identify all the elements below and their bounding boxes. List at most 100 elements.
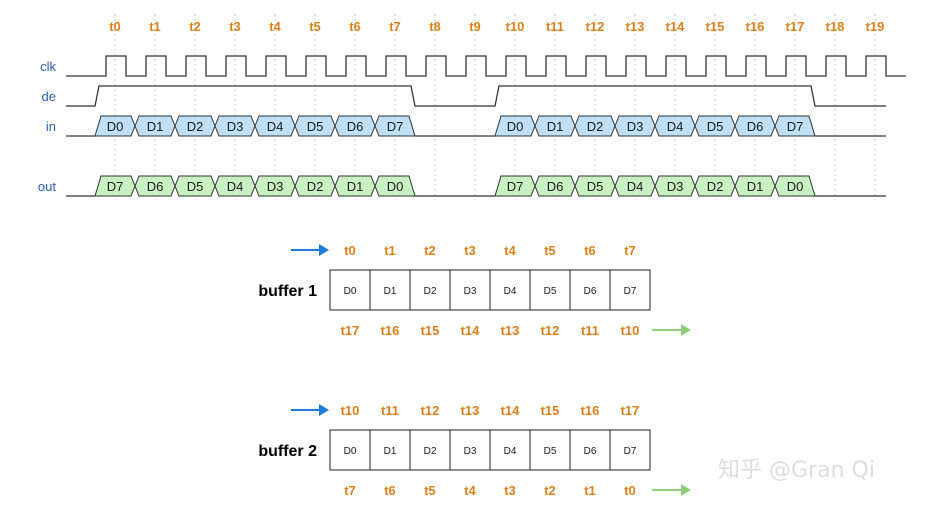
de-waveform [66,85,886,107]
time-label: t12 [586,19,605,34]
write-time-label: t15 [541,403,560,418]
time-label: t6 [349,19,361,34]
write-time-label: t0 [344,243,356,258]
in-segment-label: D6 [747,119,764,134]
time-label: t11 [546,19,564,34]
read-time-label: t6 [384,483,396,498]
time-label: t7 [389,19,401,34]
read-arrow-head [681,484,691,496]
buffer-cell-label: D1 [384,446,397,457]
in-segment-label: D2 [587,119,604,134]
read-arrow-head [681,324,691,336]
out-segment-label: D4 [227,179,244,194]
buffer-cell-label: D3 [464,446,477,457]
read-time-label: t11 [581,323,599,338]
de-trace [66,85,886,107]
buffer-cell [409,269,451,311]
out-segment-label: D4 [627,179,644,194]
in-segment [94,115,136,137]
buffer-cell-label: D4 [504,286,517,297]
out-segment-label: D6 [547,179,564,194]
clk-waveform [66,55,906,77]
buffer-cell [369,269,411,311]
in-segment-label: D5 [707,119,724,134]
write-time-label: t10 [341,403,360,418]
in-segment-label: D3 [627,119,644,134]
out-segment-label: D6 [147,179,164,194]
buffer-cell [569,269,611,311]
time-label: t13 [626,19,645,34]
out-segment [774,175,816,197]
time-label: t9 [469,19,481,34]
read-time-label: t1 [584,483,596,498]
out-segment-label: D7 [507,179,524,194]
buffer-cell-label: D2 [424,446,437,457]
out-segment-label: D7 [107,179,124,194]
out-segment-label: D0 [787,179,804,194]
buffer-cell [489,429,531,471]
in-segment-label: D7 [787,119,804,134]
in-segment-label: D0 [107,119,124,134]
time-label: t19 [866,19,885,34]
time-label: t0 [109,19,121,34]
buffer-cell-label: D3 [464,286,477,297]
time-label: t16 [746,19,765,34]
write-time-label: t2 [424,243,436,258]
write-time-label: t11 [381,403,399,418]
in-segment-label: D7 [387,119,404,134]
in-segment [374,115,416,137]
time-label: t4 [269,19,281,34]
buffer-cell [329,429,371,471]
write-arrow-head [319,244,329,256]
read-time-label: t12 [541,323,560,338]
in-segment-label: D3 [227,119,244,134]
read-time-label: t15 [421,323,440,338]
write-time-label: t6 [584,243,596,258]
out-segment [374,175,416,197]
buffer-cell [329,269,371,311]
buffer-cell [489,269,531,311]
out-segment [94,175,136,197]
clk-label: clk [40,59,56,74]
read-time-label: t17 [341,323,360,338]
out-segment-label: D0 [387,179,404,194]
in-segment-label: D4 [667,119,684,134]
time-label: t8 [429,19,441,34]
watermark: 知乎 @Gran Qi [718,458,875,483]
buffer-cell-label: D6 [584,286,597,297]
buffer-cell-label: D5 [544,286,557,297]
in-label: in [46,119,56,134]
time-label: t10 [506,19,525,34]
write-time-label: t13 [461,403,480,418]
buffer-cell-label: D5 [544,446,557,457]
time-label: t1 [149,19,161,34]
in-segment-label: D5 [307,119,324,134]
in-segment-label: D1 [547,119,564,134]
read-time-label: t2 [544,483,556,498]
read-time-label: t14 [461,323,481,338]
write-time-label: t1 [384,243,396,258]
read-time-label: t10 [621,323,640,338]
out-segment-label: D1 [347,179,364,194]
time-label: t17 [786,19,805,34]
write-time-label: t5 [544,243,556,258]
buffer-cell [409,429,451,471]
write-time-label: t7 [624,243,636,258]
time-label: t18 [826,19,845,34]
in-segment-label: D0 [507,119,524,134]
buffer-cell-label: D0 [344,446,357,457]
read-time-label: t5 [424,483,436,498]
time-label: t2 [189,19,201,34]
time-grid [114,14,876,200]
buffer-cell [609,269,651,311]
write-time-label: t3 [464,243,476,258]
read-time-label: t16 [381,323,400,338]
in-segment-label: D2 [187,119,204,134]
out-segment [494,175,536,197]
read-time-label: t13 [501,323,520,338]
